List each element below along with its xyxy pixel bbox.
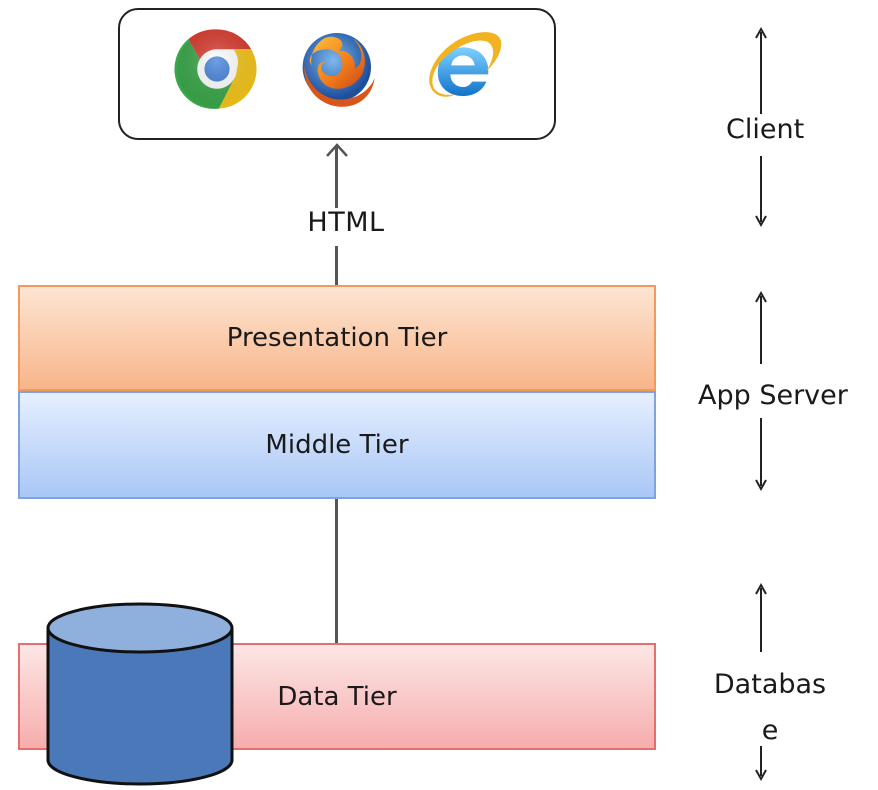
internet-explorer-icon (429, 32, 502, 97)
firefox-icon (302, 33, 375, 107)
database-range-arrow (755, 582, 767, 782)
database-label: Databas e (700, 662, 840, 754)
up-arrow-icon (326, 143, 348, 157)
middle-tier: Middle Tier (18, 391, 656, 499)
client-range-arrow (755, 26, 767, 228)
data-tier-label: Data Tier (277, 681, 397, 712)
chrome-icon (174, 29, 257, 109)
database-label-line2: e (761, 715, 779, 746)
html-connector-line (335, 146, 338, 208)
database-label-line1: Databas (713, 669, 827, 700)
presentation-tier-label: Presentation Tier (226, 323, 448, 353)
middle-to-data-connector (335, 499, 338, 643)
database-cylinder-icon (46, 602, 234, 786)
middle-tier-label: Middle Tier (265, 430, 409, 460)
app-server-range-arrow (755, 290, 767, 492)
client-label: Client (726, 114, 805, 145)
presentation-tier: Presentation Tier (18, 285, 656, 391)
html-connector-line-lower (335, 246, 338, 286)
app-server-label: App Server (698, 380, 848, 411)
html-label: HTML (307, 207, 385, 238)
